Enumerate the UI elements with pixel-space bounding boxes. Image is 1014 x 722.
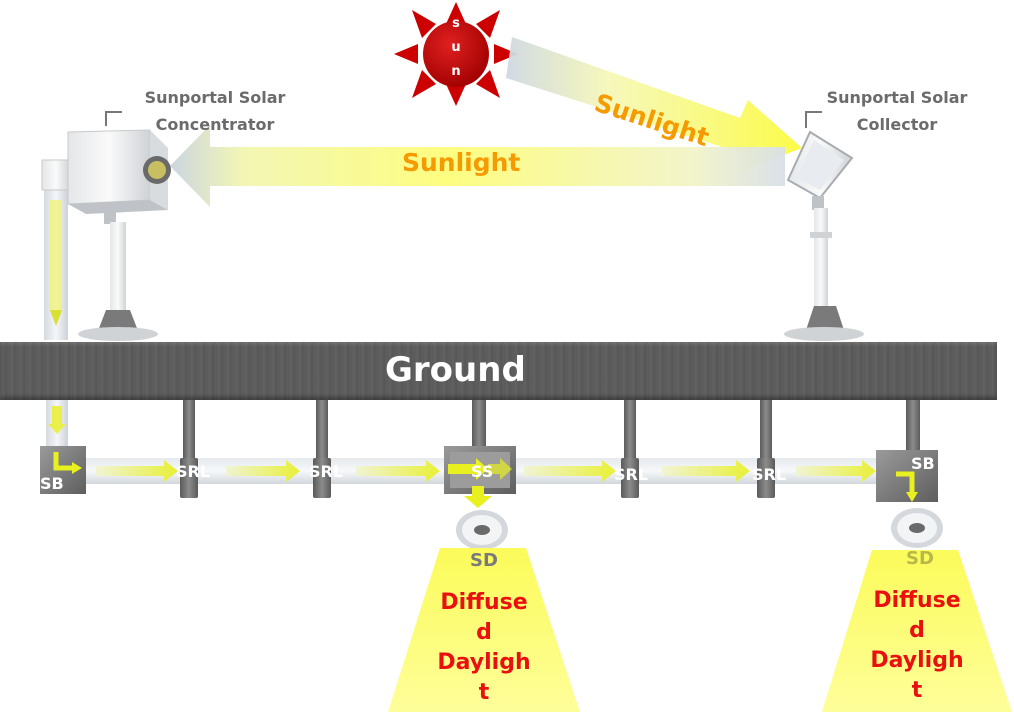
sd-center-diffuser: [456, 510, 508, 550]
srl-1-label: SRL: [176, 462, 211, 481]
sd-right-diffuser: [891, 508, 943, 548]
sunlight-reflected-label: Sunlight: [402, 148, 521, 177]
sun-letter-s: s: [452, 16, 460, 31]
sb-left-label: SB: [40, 474, 64, 493]
ss-box: [444, 446, 516, 508]
sd-right-label: SD: [906, 548, 934, 569]
daylight-center-line3: Dayligh: [437, 650, 531, 675]
diffused-daylight-center: Diffuse d Dayligh t: [424, 588, 544, 708]
solar-collector: [784, 130, 864, 341]
sun-icon: [394, 2, 518, 106]
sb-left-box: [40, 446, 86, 494]
daylight-right-line3: Dayligh: [870, 648, 964, 673]
solar-concentrator: [41, 129, 171, 341]
sun-letter-n: n: [451, 64, 461, 79]
daylight-right-line1: Diffuse: [873, 588, 961, 613]
daylight-right-line2: d: [909, 618, 925, 643]
light-cone-right: [822, 550, 1012, 712]
light-cone-center: [388, 548, 580, 712]
concentrator-pointer: [105, 111, 122, 126]
concentrator-label-line2: Concentrator: [155, 115, 275, 134]
ground-label: Ground: [385, 350, 526, 390]
ground-band: [0, 342, 997, 400]
diffused-daylight-right: Diffuse d Dayligh t: [857, 586, 977, 706]
daylight-center-line4: t: [478, 680, 490, 705]
sd-center-label: SD: [470, 550, 498, 571]
sunlight-reflected-arrow: [170, 125, 785, 207]
collector-pointer: [805, 111, 822, 128]
collector-label-line1: Sunportal Solar: [826, 88, 968, 107]
daylight-right-line4: t: [911, 678, 923, 703]
ss-label: SS: [471, 462, 494, 481]
srl-3-label: SRL: [614, 465, 649, 484]
daylight-center-line1: Diffuse: [440, 590, 528, 615]
collector-label: Sunportal Solar Collector: [812, 84, 982, 138]
collector-label-line2: Collector: [856, 115, 938, 134]
sun-letter-u: u: [451, 40, 461, 55]
srl-2-label: SRL: [309, 462, 344, 481]
sunlight-incoming-arrow: [506, 37, 802, 172]
pipe-hangers: [180, 400, 920, 498]
flow-arrows: [96, 460, 876, 482]
concentrator-label-line1: Sunportal Solar: [144, 88, 286, 107]
sb-right-box: [876, 450, 938, 502]
daylight-center-line2: d: [476, 620, 492, 645]
srl-4-label: SRL: [752, 465, 787, 484]
sb-right-label: SB: [911, 454, 935, 473]
concentrator-label: Sunportal Solar Concentrator: [130, 84, 300, 138]
